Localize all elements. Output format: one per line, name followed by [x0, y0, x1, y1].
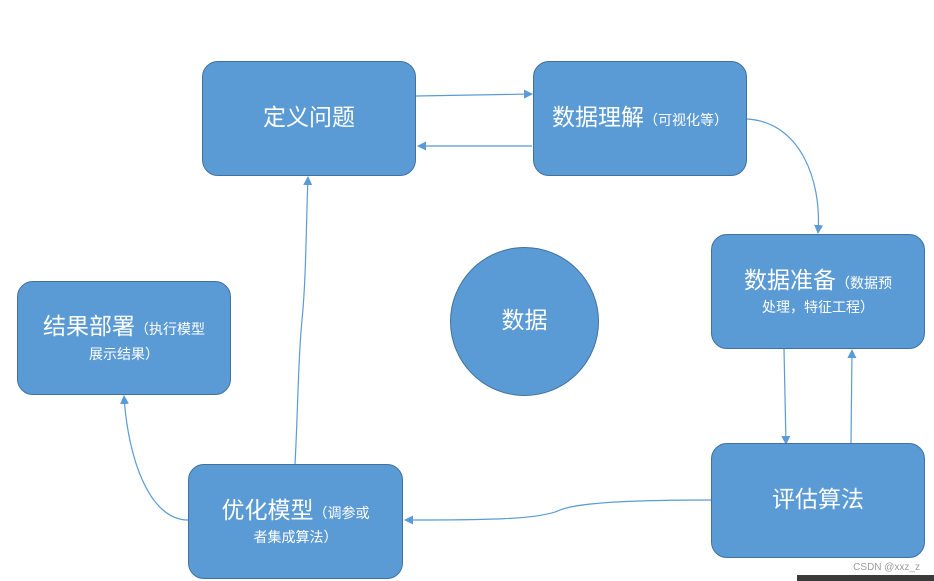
optimize-model-box: 优化模型（调参或 者集成算法）: [188, 464, 403, 579]
data-preparation-note-line2: 处理，特征工程）: [762, 300, 874, 317]
define-problem-label: 定义问题: [263, 104, 355, 131]
data-preparation-note-line1: （数据预: [836, 275, 892, 292]
data-understanding-note: （可视化等）: [644, 112, 728, 129]
arrow-optimize-to-define: [294, 176, 313, 465]
evaluate-algorithm-box: 评估算法: [711, 443, 925, 558]
optimize-model-note-line1: （调参或: [313, 505, 370, 522]
data-understanding-label: 数据理解: [552, 104, 644, 131]
csdn-watermark: CSDN @xxz_z: [853, 562, 920, 573]
arrow-preparation-to-evaluate: [781, 348, 791, 445]
data-understanding-box: 数据理解（可视化等）: [533, 61, 747, 176]
data-preparation-label: 数据准备: [744, 267, 836, 294]
arrow-understanding-to-preparation: [746, 118, 824, 234]
arrow-evaluate-to-preparation: [847, 349, 857, 444]
arrow-evaluate-to-optimize: [404, 499, 712, 525]
evaluate-algorithm-label: 评估算法: [772, 486, 864, 513]
corner-bar: [797, 575, 934, 581]
deploy-results-label: 结果部署: [43, 314, 135, 341]
arrow-define-to-understanding: [415, 89, 533, 99]
data-preparation-box: 数据准备（数据预 处理，特征工程）: [711, 234, 925, 349]
define-problem-box: 定义问题: [202, 61, 416, 176]
data-center-label: 数据: [501, 307, 548, 334]
deploy-results-note-line1: （执行模型: [135, 322, 205, 339]
arrow-optimize-to-deploy: [120, 395, 189, 521]
optimize-model-label: 优化模型: [221, 497, 314, 524]
optimize-model-note-line2: 者集成算法）: [253, 530, 338, 547]
data-center-circle: 数据: [450, 247, 599, 396]
deploy-results-box: 结果部署（执行模型 展示结果）: [17, 281, 231, 395]
deploy-results-note-line2: 展示结果）: [89, 346, 159, 363]
